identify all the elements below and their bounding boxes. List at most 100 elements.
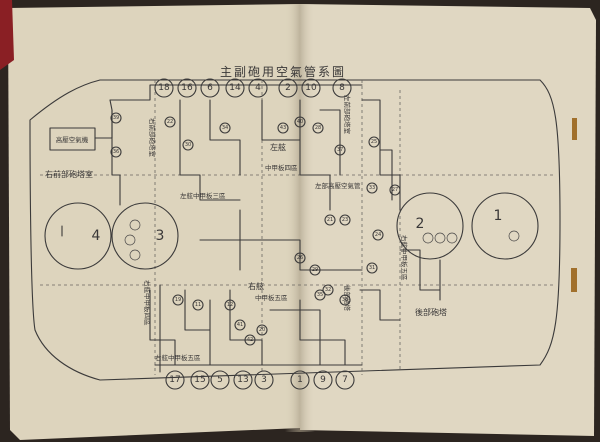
valve-number-ring	[234, 319, 246, 331]
valve-number: 33	[369, 185, 375, 191]
valve-number: 40	[297, 119, 303, 125]
valve-number: 38	[342, 297, 348, 303]
bottom-circle-ring	[335, 370, 355, 390]
bottom-circle-ring	[190, 370, 210, 390]
left-room-label: 右前部砲塔室	[45, 169, 93, 179]
valve-number: 25	[371, 139, 377, 145]
turret-1-label: 1	[494, 208, 503, 224]
center-block-label: 左部高壓空氣管	[315, 181, 361, 190]
valve-number-ring	[368, 136, 380, 148]
top-circle-ring	[154, 78, 174, 98]
top-circle: 8	[339, 83, 345, 93]
valve-number: 42	[247, 337, 253, 343]
staple-bottom	[571, 268, 577, 292]
valve-number: 29	[312, 267, 318, 273]
bottom-circle: 13	[237, 375, 248, 385]
side-label-right: 右舷中甲板五區	[400, 235, 409, 281]
valve-number-ring	[312, 122, 324, 134]
top-circle: 4	[255, 83, 261, 93]
bottom-circle-ring	[165, 370, 185, 390]
valve-number: 37	[337, 147, 343, 153]
bottom-circle-row: 17 15 5 13 3 1 9 7	[165, 370, 355, 390]
top-circle: 14	[229, 83, 241, 93]
valve-number: 34	[222, 125, 228, 131]
valve-number-ring	[164, 116, 176, 128]
valve-number: 43	[280, 125, 286, 131]
bottom-circle-ring	[254, 370, 274, 390]
top-circle-ring	[248, 78, 268, 98]
turret-4-label: 4	[92, 228, 101, 244]
valve-number-ring	[366, 262, 378, 274]
turret-3	[111, 202, 179, 270]
valve-number-ring	[339, 294, 351, 306]
top-circle: 2	[285, 83, 291, 93]
valve-number-ring	[372, 229, 384, 241]
diagram-title: 主副砲用空氣管系圖	[220, 64, 346, 79]
valve-number-ring	[309, 264, 321, 276]
valve-number: 22	[167, 119, 173, 125]
bottom-right-label: 後部砲塔	[415, 307, 447, 317]
valve-number-ring	[294, 116, 306, 128]
valve-number: 39	[113, 115, 119, 121]
valve-number-ring	[334, 144, 346, 156]
bottom-circle: 15	[194, 375, 205, 385]
top-circle-ring	[301, 78, 321, 98]
valve-number: 41	[237, 322, 243, 328]
bottom-circle: 3	[261, 375, 267, 385]
compressor-box	[49, 127, 96, 151]
turret-2	[396, 192, 464, 260]
valve-number-ring	[339, 214, 351, 226]
valve-number: 20	[259, 327, 265, 333]
turret-1	[471, 192, 539, 260]
bottom-circle: 9	[320, 375, 326, 385]
valve-number-ring	[224, 299, 236, 311]
bottom-circle-ring	[313, 370, 333, 390]
side-label-port: 左前部砲塔室	[343, 95, 352, 135]
lower-mid-label: 中甲板五區	[255, 293, 288, 302]
valve-number-ring	[244, 334, 256, 346]
valve-number-ring	[192, 299, 204, 311]
left-page	[8, 4, 300, 440]
valve-number-ring	[110, 146, 122, 158]
gauge	[124, 234, 136, 246]
valve-number-ring	[172, 294, 184, 306]
lower-left-label: 右舷中甲板五區	[155, 353, 201, 362]
valve-number-ring	[219, 122, 231, 134]
gauge	[129, 219, 141, 231]
bottom-circle: 17	[169, 375, 180, 385]
top-circle: 6	[207, 83, 213, 93]
valve-number-ring	[322, 284, 334, 296]
top-circle: 18	[158, 83, 170, 93]
valve-number-ring	[110, 112, 122, 124]
bottom-circle: 7	[342, 375, 348, 385]
gauge	[434, 232, 446, 244]
valve-number: 24	[375, 232, 381, 238]
side-label-aft: 後部砲塔	[343, 285, 352, 312]
side-label-left: 右前部砲塔室	[148, 118, 157, 158]
hull-outline	[29, 79, 561, 381]
valve-number: 35	[317, 292, 323, 298]
valve-number-ring	[277, 122, 289, 134]
valve-number: 27	[392, 187, 398, 193]
valve-number: 36	[113, 149, 119, 155]
valve-number: 12	[227, 302, 233, 308]
turret-3-label: 3	[156, 228, 165, 244]
valve-number: 23	[342, 217, 348, 223]
right-page	[300, 4, 596, 436]
side-label-lower: 右舷中甲板四區	[143, 280, 152, 326]
top-circle: 16	[181, 83, 193, 93]
gauge	[422, 232, 434, 244]
bottom-circle: 5	[217, 375, 223, 385]
gauge	[508, 230, 520, 242]
valve-number: 32	[325, 287, 331, 293]
turret-2-label: 2	[416, 216, 425, 232]
binding-fold	[285, 4, 315, 432]
valve-number: 11	[195, 302, 201, 308]
bottom-circle-ring	[290, 370, 310, 390]
top-circle-ring	[177, 78, 197, 98]
valve-number: 28	[315, 125, 321, 131]
valve-number: 30	[185, 142, 191, 148]
bottom-circle: 1	[297, 375, 303, 385]
